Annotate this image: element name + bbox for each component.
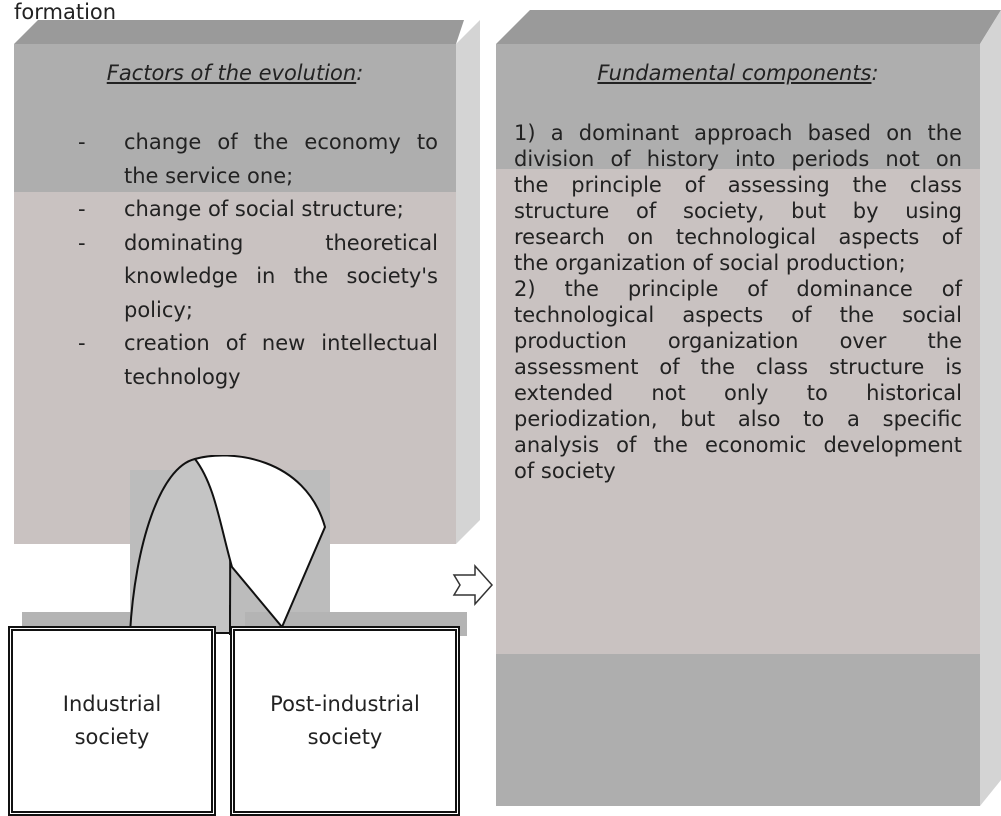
right-panel-top-face [496,10,1001,44]
component-line: analysis of the economic development [514,433,962,457]
components-text: 1) a dominant approach based on the divi… [514,120,962,484]
factor-item: -change of social structure; [78,193,438,227]
factor-item: -creation of new intellectual technology [78,327,438,394]
transition-ribbon [128,455,327,635]
right-panel-side-face [980,10,1001,806]
right-panel-heading: Fundamental components: [597,61,879,85]
component-line: 2) the principle of dominance of [514,277,962,301]
list-dash: - [78,230,86,255]
component-line: research on technological aspects of [514,225,962,249]
component-line: production organization over the [514,329,962,353]
component-line: the principle of assessing the class [514,173,962,197]
list-dash: - [78,130,86,154]
industrial-society-box: Industrial society [8,626,216,816]
component-line: extended not only to historical [514,381,962,405]
right-panel [496,44,980,806]
list-dash: - [78,331,86,355]
post-industrial-society-box: Post-industrial society [230,626,460,816]
component-line: technological aspects of the social [514,303,962,327]
list-dash: - [78,197,86,221]
factor-item: -change of the economy to the service on… [78,126,438,193]
left-panel-heading: Factors of the evolution: [106,61,364,85]
component-line: division of history into periods not on [514,147,962,171]
component-line: the organization of social production; [514,251,906,275]
component-line: of society [514,459,616,483]
left-panel-side-face [456,20,480,544]
component-line: assessment of the class structure is [514,355,962,379]
component-line: periodization, but also to a specific [514,407,962,431]
component-line: structure of society, but by using [514,199,962,223]
left-panel-top-face [14,20,464,44]
component-line: 1) a dominant approach based on the [514,121,962,145]
arrow-right-icon [452,564,494,606]
factor-item: -dominating theoretical knowledge in the… [78,227,438,328]
factors-list: -change of the economy to the service on… [78,126,438,394]
